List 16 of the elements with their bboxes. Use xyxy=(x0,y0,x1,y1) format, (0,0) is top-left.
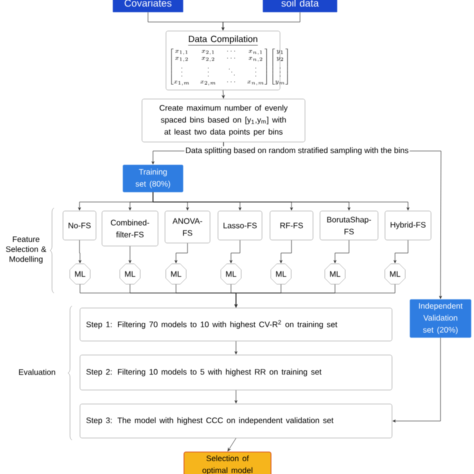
arrow xyxy=(234,284,396,308)
arrow xyxy=(228,438,236,452)
arrow xyxy=(222,12,300,30)
arrow xyxy=(334,240,350,264)
arrow xyxy=(78,240,82,264)
arrow xyxy=(174,242,188,264)
arrow xyxy=(128,246,132,264)
arrow xyxy=(392,337,441,422)
arrow xyxy=(234,340,238,354)
data-compilation-box: Data Compilation $\begin{bmatrix} x_{1,1} & x_{2,1} & \cdots & x_{n,1}\\ x_{1,2} & x_{2,2} & \cdots & x_{n,2}\\ \vdots & \vdots & \ddots & \vdots\\ x_{1,m} & x_{2,m} & \cdots & x_{n,m} \end{bmatrix}\begin{bmatrix} y_1\\ y_2\\ \vdots\\ y_m \end{bmatrix}$ xyxy=(166,30,288,90)
arrow xyxy=(394,240,408,264)
arrow xyxy=(280,240,292,264)
arrow xyxy=(234,390,238,404)
arrow xyxy=(222,90,225,98)
arrow xyxy=(230,240,240,264)
arrow xyxy=(152,192,410,210)
